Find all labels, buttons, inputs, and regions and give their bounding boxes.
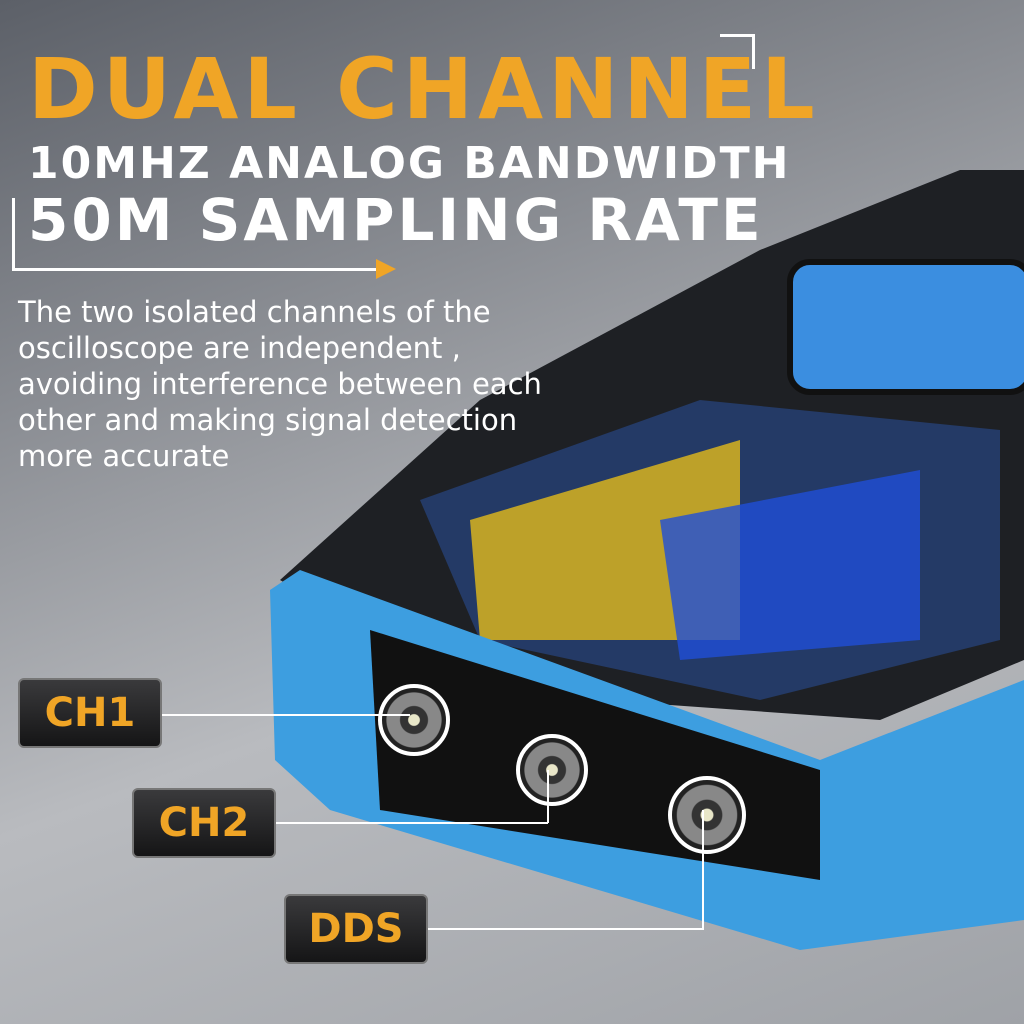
headline-sampling-rate: 50M SAMPLING RATE — [28, 186, 764, 254]
headline-dual-channel: DUAL CHANNEL — [28, 40, 820, 138]
dds-pointer-vertical — [702, 810, 704, 929]
arrow-line — [12, 198, 385, 271]
ch2-pointer-vertical — [547, 770, 549, 823]
ch1-pointer-line — [160, 714, 410, 716]
ch2-connector — [516, 734, 588, 806]
dds-connector — [668, 776, 746, 854]
corner-bracket — [720, 34, 755, 69]
headline-bandwidth: 10MHZ ANALOG BANDWIDTH — [28, 138, 791, 189]
dds-label: DDS — [284, 894, 428, 964]
description-text: The two isolated channels of the oscillo… — [18, 295, 542, 473]
ch2-pointer-line — [272, 822, 548, 824]
ch1-label: CH1 — [18, 678, 162, 748]
dds-pointer-line — [424, 928, 704, 930]
arrow-icon — [376, 259, 396, 279]
ch1-connector — [378, 684, 450, 756]
ch2-label: CH2 — [132, 788, 276, 858]
